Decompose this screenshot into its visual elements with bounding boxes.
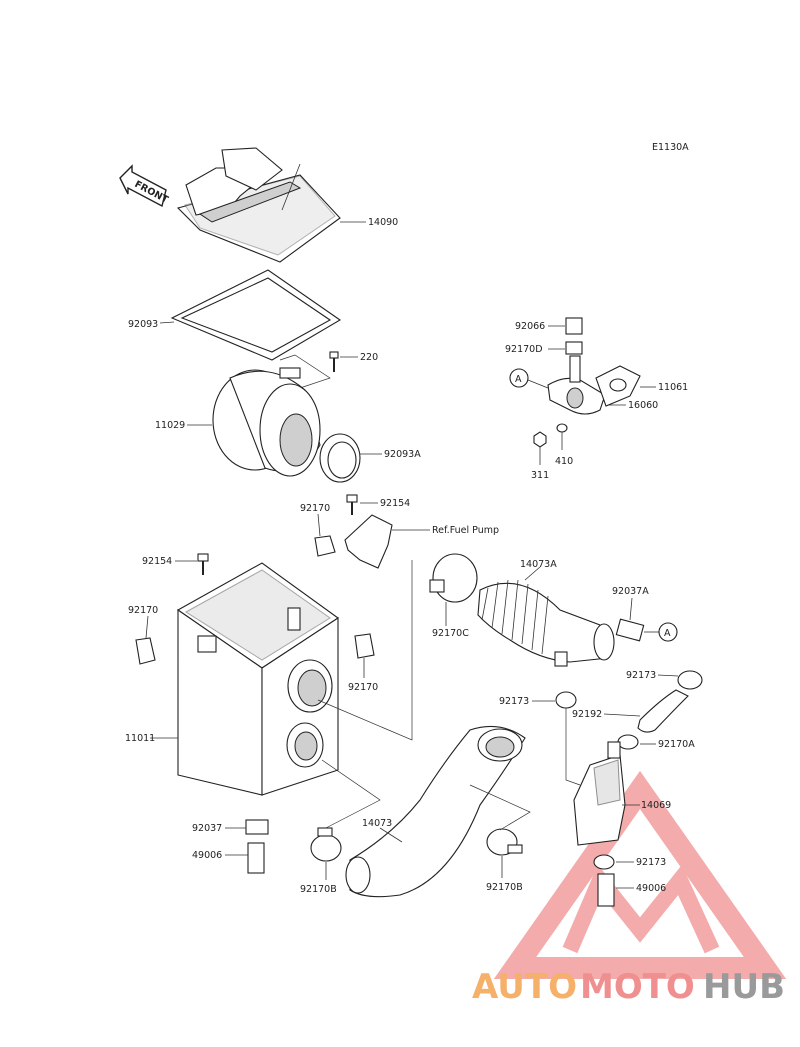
- air-box-cover: [176, 147, 341, 263]
- callout-marker-a-lower: [658, 622, 678, 642]
- part-label-220: 220: [360, 352, 378, 363]
- part-label-16060: 16060: [628, 400, 658, 411]
- screw-220: [329, 351, 339, 372]
- part-label-92173-mid: 92173: [499, 696, 529, 707]
- part-label-92066: 92066: [515, 321, 545, 332]
- drain-tube-49006-left: [247, 842, 265, 874]
- part-label-92170-left: 92170: [128, 605, 158, 616]
- part-label-92154-upper: 92154: [380, 498, 410, 509]
- part-label-92093: 92093: [128, 319, 158, 330]
- clamp-92170B-left: [310, 827, 342, 862]
- watermark-hub: HUB: [703, 967, 785, 1007]
- part-label-92037A: 92037A: [612, 586, 649, 597]
- clamp-92173-lower: [593, 854, 615, 870]
- part-label-49006-left: 49006: [192, 850, 222, 861]
- part-label-92170A: 92170A: [658, 739, 695, 750]
- part-label-49006-right: 49006: [636, 883, 666, 894]
- clamp-92170B-right: [486, 828, 523, 856]
- drain-tube-49006-right: [597, 873, 615, 907]
- air-box-body: [176, 562, 339, 796]
- part-label-11011: 11011: [125, 733, 155, 744]
- front-arrow-icon: FRONT: [119, 164, 170, 208]
- part-label-92173-upper: 92173: [626, 670, 656, 681]
- bellows-duct-14073A: [477, 579, 615, 667]
- part-label-92170D: 92170D: [505, 344, 543, 355]
- bolt-92154-left: [197, 553, 209, 575]
- part-label-92037: 92037: [192, 823, 222, 834]
- clip-92170D: [565, 341, 583, 355]
- air-filter-element: [212, 367, 321, 477]
- watermark-auto: AUTO: [472, 967, 577, 1007]
- clip-92170-right: [354, 633, 375, 659]
- washer-410: [556, 423, 568, 433]
- part-label-92173-lower: 92173: [636, 857, 666, 868]
- part-label-410: 410: [555, 456, 573, 467]
- clip-92170-left: [135, 637, 156, 665]
- callout-marker-a-upper: [509, 368, 529, 388]
- seal-ring: [319, 433, 361, 483]
- part-label-14073A: 14073A: [520, 559, 557, 570]
- callout-a-upper-text: A: [515, 374, 522, 385]
- part-label-311: 311: [531, 470, 549, 481]
- breather-fitting-16060: [547, 355, 606, 415]
- gasket-frame: [170, 269, 342, 361]
- nut-311: [533, 431, 547, 448]
- bolt-92154-upper: [346, 494, 358, 515]
- clamp-92173-upper: [677, 670, 703, 690]
- part-label-11029: 11029: [155, 420, 185, 431]
- part-label-92154-left: 92154: [142, 556, 172, 567]
- part-label-14090: 14090: [368, 217, 398, 228]
- part-label-14073: 14073: [362, 818, 392, 829]
- fuel-pump-bracket: [344, 514, 393, 569]
- breather-cap-92066: [565, 317, 583, 335]
- ref-fuel-pump-note: Ref.Fuel Pump: [432, 525, 499, 536]
- clip-92170-upper: [314, 535, 336, 557]
- part-label-92170B-left: 92170B: [300, 884, 337, 895]
- part-label-92192: 92192: [572, 709, 602, 720]
- intake-duct-14073: [345, 725, 526, 898]
- clamp-92170A: [617, 734, 639, 750]
- callout-a-lower-text: A: [664, 628, 671, 639]
- watermark-logo: [493, 770, 787, 979]
- gasket-plate-11061: [595, 365, 641, 407]
- clamp-92170C: [429, 553, 478, 603]
- part-label-92170-right: 92170: [348, 682, 378, 693]
- clamp-92173-mid: [555, 691, 577, 709]
- cap-92037A: [615, 618, 645, 642]
- part-label-92093A: 92093A: [384, 449, 421, 460]
- part-label-92170-upper: 92170: [300, 503, 330, 514]
- watermark-text: AUTO MOTO HUB: [472, 967, 785, 1007]
- diagram-code: E1130A: [652, 142, 689, 153]
- drain-cap-92037: [245, 819, 269, 835]
- watermark-moto: MOTO: [580, 967, 695, 1007]
- hose-92192: [637, 689, 689, 733]
- part-label-92170C: 92170C: [432, 628, 469, 639]
- part-label-11061: 11061: [658, 382, 688, 393]
- part-label-92170B-right: 92170B: [486, 882, 523, 893]
- part-label-14069: 14069: [641, 800, 671, 811]
- separator-14069: [573, 741, 626, 846]
